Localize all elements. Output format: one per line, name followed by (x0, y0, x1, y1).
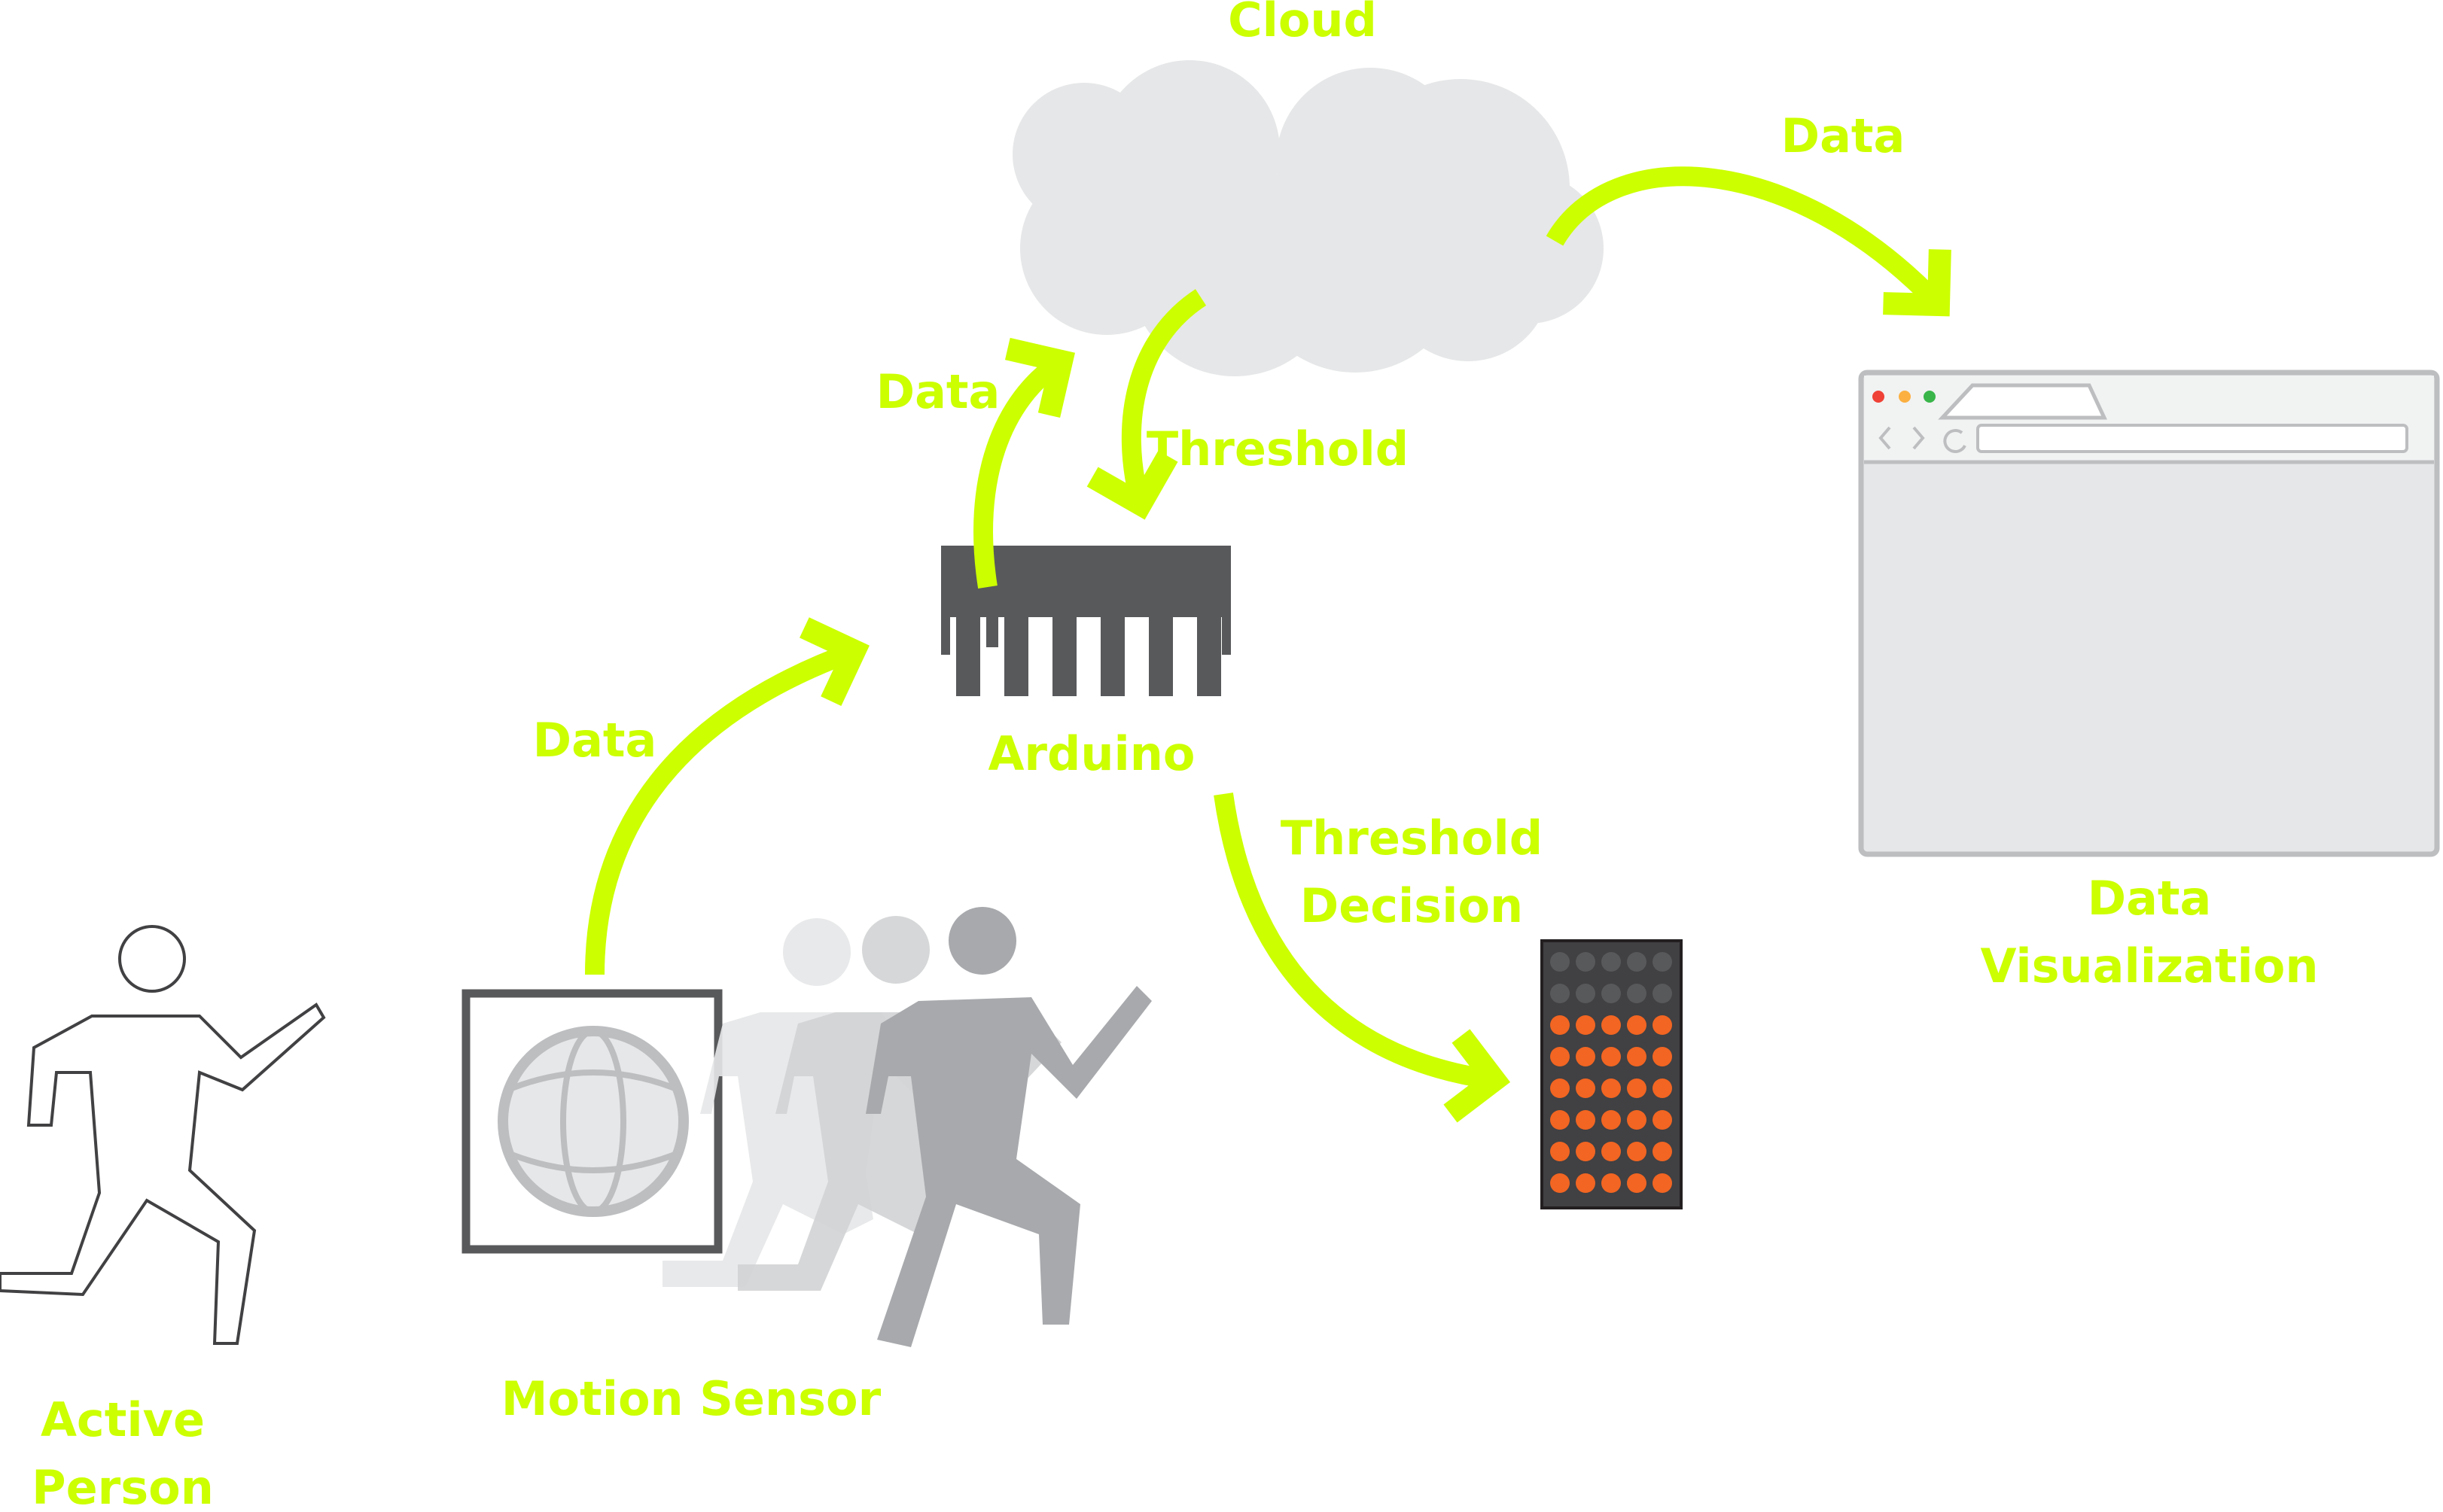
led-dot (1627, 1015, 1646, 1035)
led-dot (1576, 984, 1595, 1003)
led-dot (1627, 952, 1646, 972)
led-dot (1653, 1047, 1672, 1066)
led-dot (1601, 1015, 1621, 1035)
led-dot (1576, 1142, 1595, 1161)
led-dot (1627, 1110, 1646, 1130)
led-dot (1653, 952, 1672, 972)
data-visualization-label-line2: Visualization (1980, 939, 2318, 993)
data-label-arduino-to-cloud: Data (876, 364, 1001, 419)
led-dot (1601, 1142, 1621, 1161)
active-person-label-line2: Person (32, 1460, 214, 1512)
arrow-cloud-to-arduino (1086, 289, 1207, 520)
led-dot (1550, 1173, 1570, 1193)
led-dot (1550, 984, 1570, 1003)
led-dot (1653, 1110, 1672, 1130)
led-dot (1550, 952, 1570, 972)
led-dot (1576, 1173, 1595, 1193)
led-dot (1550, 1078, 1570, 1098)
data-label-sensor-to-arduino: Data (533, 713, 657, 768)
led-matrix-icon (1540, 939, 1683, 1209)
led-dot (1576, 1078, 1595, 1098)
led-dot (1576, 1047, 1595, 1066)
led-dot (1653, 1142, 1672, 1161)
led-dot (1653, 1078, 1672, 1098)
arrow-cloud-to-visualization (1546, 166, 1951, 317)
led-dot (1601, 1047, 1621, 1066)
led-dot (1653, 1015, 1672, 1035)
arrow-arduino-to-led-matrix (1214, 793, 1511, 1123)
active-person-label-line1: Active (41, 1392, 205, 1447)
led-dot (1601, 1078, 1621, 1098)
led-dot (1601, 984, 1621, 1003)
led-dot (1653, 984, 1672, 1003)
arduino-chip-icon (941, 546, 1231, 696)
led-dot (1627, 1142, 1646, 1161)
led-dot (1576, 952, 1595, 972)
led-dot (1576, 1015, 1595, 1035)
led-dot (1627, 984, 1646, 1003)
threshold-decision-label-line1: Threshold (1281, 811, 1543, 866)
led-dot (1601, 1110, 1621, 1130)
data-label-cloud-to-viz: Data (1781, 108, 1905, 163)
led-dot (1550, 1110, 1570, 1130)
cloud-label: Cloud (1228, 0, 1377, 47)
led-dot (1627, 1047, 1646, 1066)
led-dot (1653, 1173, 1672, 1193)
flow-arrows (585, 166, 1951, 1123)
led-dot (1550, 1015, 1570, 1035)
running-person-outline-icon (0, 925, 326, 1345)
arrow-arduino-to-cloud (973, 337, 1075, 589)
led-dot (1601, 1173, 1621, 1193)
data-visualization-label-line1: Data (2088, 871, 2212, 926)
running-people-motion-icon (663, 907, 1152, 1347)
led-dot (1576, 1110, 1595, 1130)
motion-sensor-label: Motion Sensor (501, 1371, 882, 1426)
arrow-sensor-to-arduino (585, 617, 870, 975)
led-dot (1627, 1078, 1646, 1098)
arduino-label: Arduino (988, 726, 1195, 781)
threshold-label-cloud-to-arduino: Threshold (1147, 421, 1409, 476)
led-dot (1550, 1142, 1570, 1161)
cloud-icon (1013, 60, 1604, 376)
motion-sensor-icon (461, 989, 723, 1254)
led-dot (1550, 1047, 1570, 1066)
browser-window-icon (1858, 370, 2440, 857)
led-dot (1601, 952, 1621, 972)
led-dot (1627, 1173, 1646, 1193)
threshold-decision-label-line2: Decision (1300, 878, 1523, 933)
